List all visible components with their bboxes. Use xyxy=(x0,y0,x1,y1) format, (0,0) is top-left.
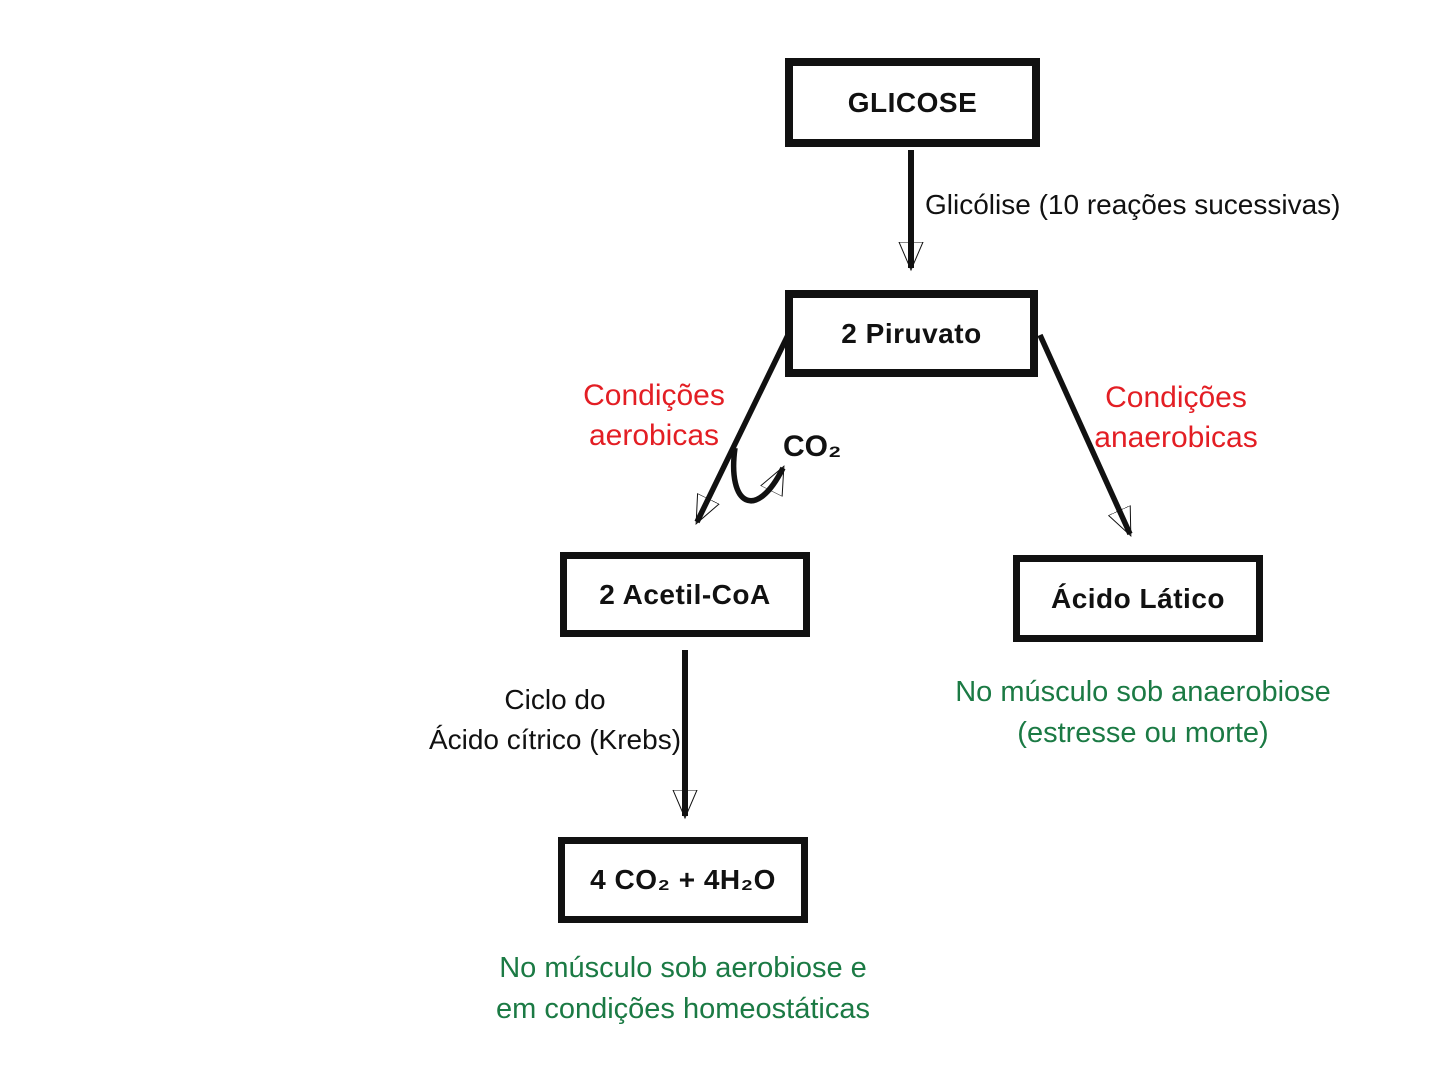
node-label: 2 Acetil-CoA xyxy=(599,578,771,610)
node-2-acetil-coa: 2 Acetil-CoA xyxy=(560,552,810,637)
note-aerobiose: No músculo sob aerobiose e em condições … xyxy=(496,952,870,1025)
node-glicose: GLICOSE xyxy=(785,58,1040,147)
node-label: 2 Piruvato xyxy=(841,317,982,349)
edge-label-glicolise: Glicólise (10 reações sucessivas) xyxy=(925,189,1341,220)
node-acido-latico: Ácido Lático xyxy=(1013,555,1263,642)
arrow-piruvato-to-acetil xyxy=(694,333,791,522)
arrow-co2-release xyxy=(731,447,786,504)
edge-label-ciclo-krebs: Ciclo do Ácido cítrico (Krebs) xyxy=(428,684,682,755)
edge-label-co2: CO₂ xyxy=(783,430,842,463)
arrow-piruvato-to-latico xyxy=(1037,333,1133,534)
node-label: 4 CO₂ + 4H₂O xyxy=(590,864,776,895)
edge-label-condicoes-aerobicas: Condições aerobicas xyxy=(583,379,725,452)
node-4co2-4h2o: 4 CO₂ + 4H₂O xyxy=(558,837,808,923)
note-anaerobiose: No músculo sob anaerobiose (estresse ou … xyxy=(955,676,1331,749)
edge-label-condicoes-anaerobicas: Condições anaerobicas xyxy=(1094,381,1258,454)
node-2-piruvato: 2 Piruvato xyxy=(785,290,1038,377)
node-label: Ácido Lático xyxy=(1050,582,1225,614)
node-label: GLICOSE xyxy=(847,86,978,118)
